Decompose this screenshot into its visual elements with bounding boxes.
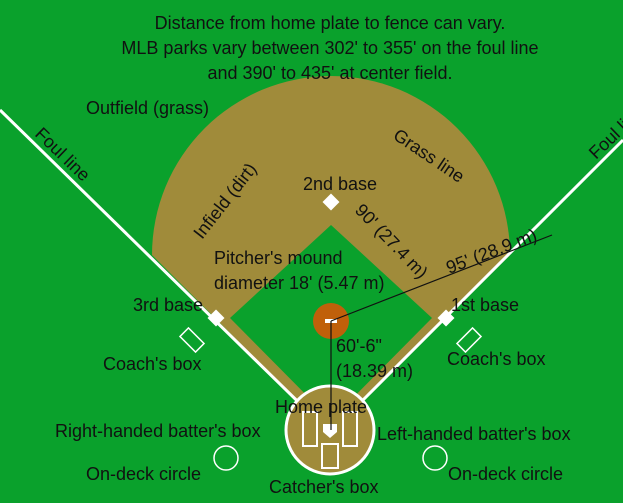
header-line-1: Distance from home plate to fence can va… bbox=[155, 13, 506, 33]
first-base bbox=[437, 309, 455, 327]
on-deck-circle-left-label: On-deck circle bbox=[86, 464, 201, 484]
mound-to-home-label-line-2: (18.39 m) bbox=[336, 361, 413, 381]
right-handed-batters-box-label: Right-handed batter's box bbox=[55, 421, 261, 441]
left-handed-batters-box bbox=[342, 411, 358, 447]
third-base-label: 3rd base bbox=[133, 295, 203, 315]
second-base-label: 2nd base bbox=[303, 174, 377, 194]
coachs-box-left-label: Coach's box bbox=[103, 354, 202, 374]
pitchers-mound-label-line-2: diameter 18' (5.47 m) bbox=[214, 273, 385, 293]
coachs-box-right bbox=[455, 326, 483, 354]
coachs-box-left bbox=[178, 326, 206, 354]
pitchers-mound-label-line-1: Pitcher's mound bbox=[214, 248, 343, 268]
second-base bbox=[322, 193, 340, 211]
header-line-2: MLB parks vary between 302' to 355' on t… bbox=[121, 38, 538, 58]
on-deck-circle-left bbox=[213, 445, 239, 471]
foul-line-right-mark bbox=[328, 138, 623, 435]
mound-to-first-measure-line bbox=[330, 234, 553, 322]
right-handed-batters-box bbox=[302, 411, 318, 447]
header-line-3: and 390' to 435' at center field. bbox=[207, 63, 452, 83]
left-handed-batters-box-label: Left-handed batter's box bbox=[377, 424, 571, 444]
catchers-box bbox=[321, 443, 339, 469]
catchers-box-label: Catcher's box bbox=[269, 477, 379, 497]
outfield-label: Outfield (grass) bbox=[86, 98, 209, 118]
on-deck-circle-right-label: On-deck circle bbox=[448, 464, 563, 484]
first-base-label: 1st base bbox=[451, 295, 519, 315]
home-plate-label: Home plate bbox=[275, 397, 367, 417]
third-base bbox=[207, 309, 225, 327]
on-deck-circle-right bbox=[422, 445, 448, 471]
home-plate bbox=[323, 424, 337, 438]
coachs-box-right-label: Coach's box bbox=[447, 349, 546, 369]
foul-line-left-mark bbox=[0, 108, 332, 435]
mound-to-home-label-line-1: 60'-6" bbox=[336, 336, 382, 356]
